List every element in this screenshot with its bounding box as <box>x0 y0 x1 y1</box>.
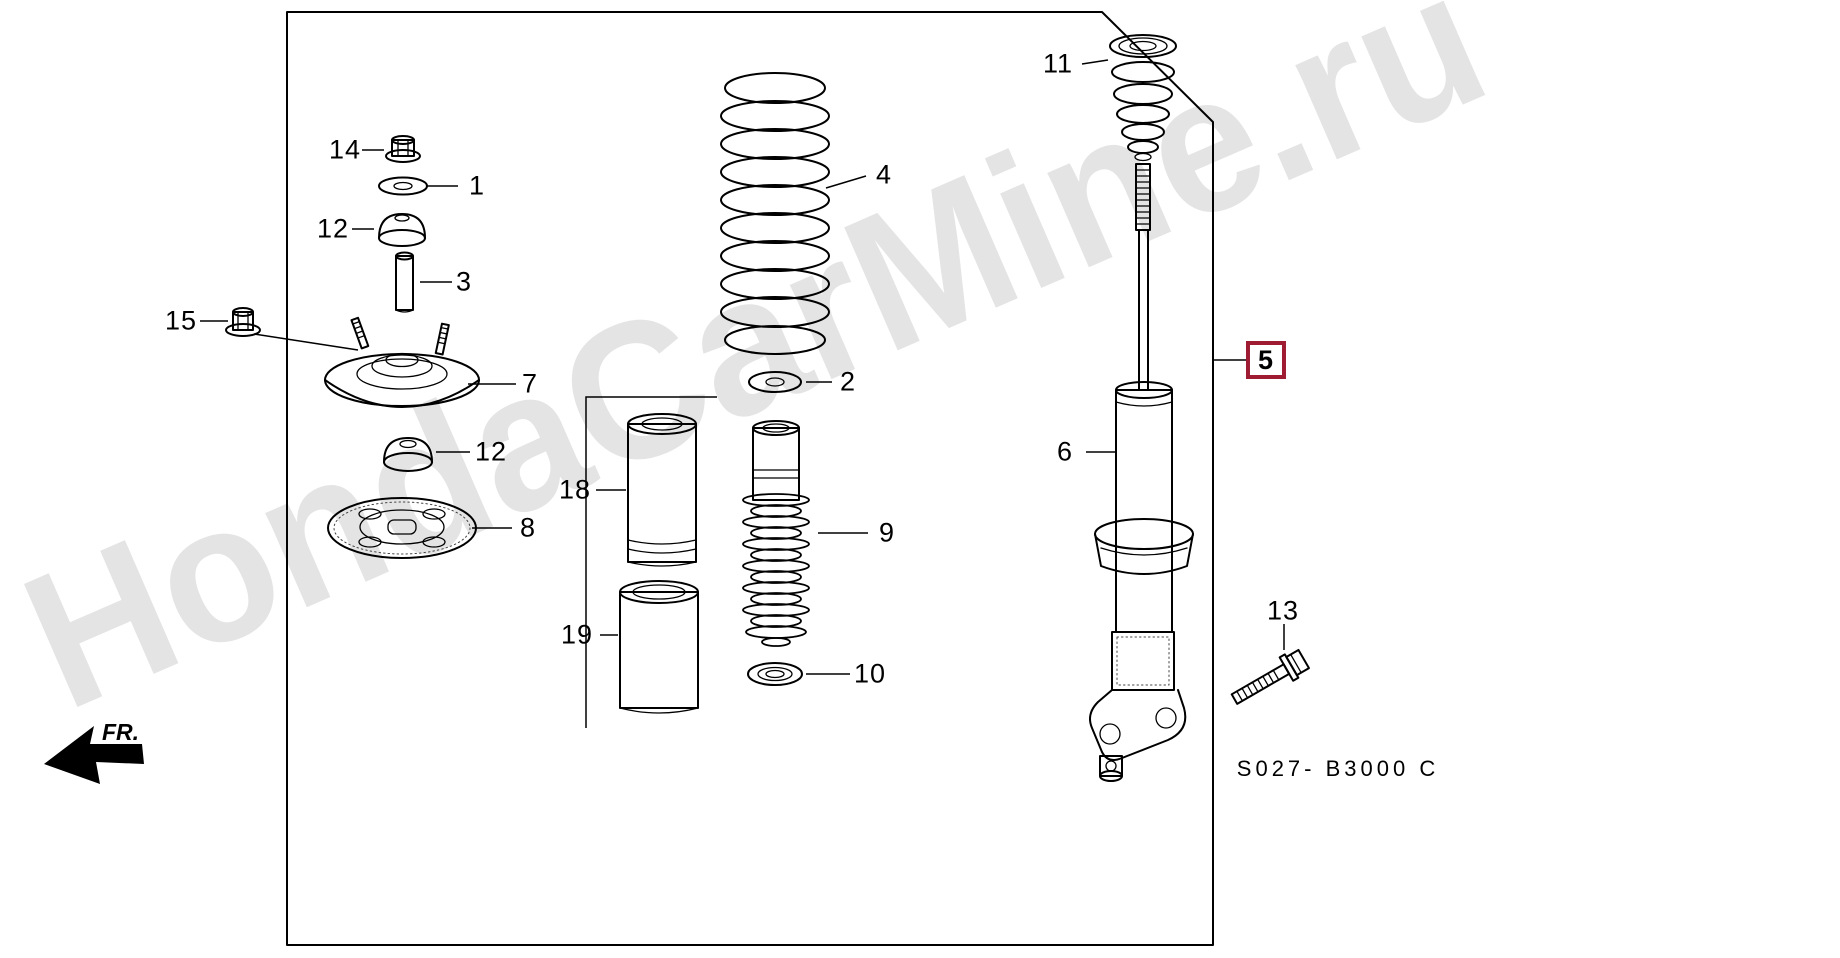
part-7-mounting-base <box>324 316 480 408</box>
part-1-washer <box>378 176 428 196</box>
bottom-fork-mount <box>1089 689 1187 782</box>
lower-sleeve <box>1111 631 1175 691</box>
fr-label: FR. <box>102 719 139 745</box>
fr-arrow-shape <box>44 726 144 784</box>
part-3-collar <box>395 251 414 313</box>
part-12-cushion-lower <box>383 437 433 472</box>
part-4-coil-spring <box>720 72 830 355</box>
part-12-cushion-upper <box>378 213 426 247</box>
part-8-spring-seat <box>327 497 477 559</box>
part-18-dust-cover <box>627 413 697 567</box>
part-6-shock-absorber <box>1089 163 1194 782</box>
mount-stud-left <box>350 316 370 350</box>
spring-lower-seat <box>1094 518 1194 575</box>
part-10-grommet <box>747 662 803 686</box>
bellows-ribs <box>742 493 810 647</box>
part-15-flange-nut <box>225 307 261 337</box>
part-19-dust-cover-lower <box>619 580 699 714</box>
leader-lines <box>200 59 1285 675</box>
part-2-washer <box>748 371 802 393</box>
part-9-bellows <box>742 420 810 647</box>
part-13-flange-bolt <box>1230 648 1310 705</box>
part-14-flange-nut <box>385 135 421 163</box>
drawing-code: S027- B3000 C <box>1237 756 1439 781</box>
part-11-bump-stop <box>1109 34 1177 162</box>
subassembly-bracket <box>585 396 717 728</box>
mount-stud-right <box>434 322 450 356</box>
diagram-frame <box>286 11 1214 946</box>
fr-arrow: FR. <box>44 719 144 784</box>
damper-body <box>1115 389 1173 633</box>
